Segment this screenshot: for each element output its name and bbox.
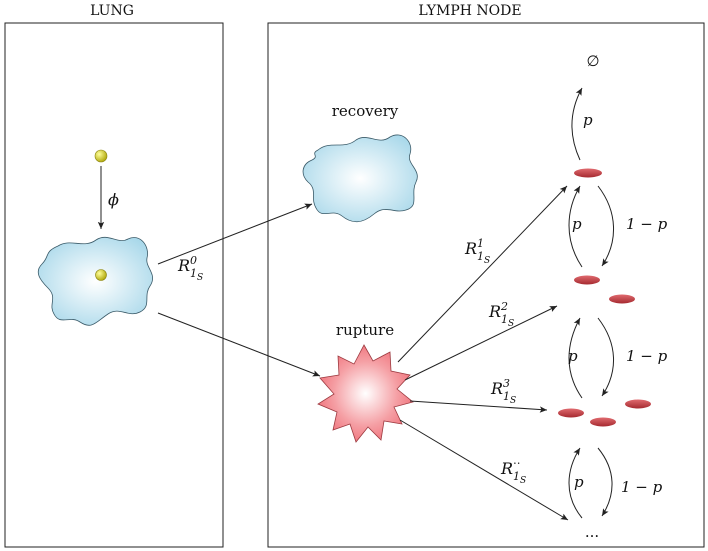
- red-cell: [625, 399, 651, 409]
- red-cell: [609, 294, 635, 304]
- rn-sub: 1: [513, 470, 520, 483]
- r2-base: R: [488, 302, 501, 321]
- r0-base: R: [177, 256, 190, 275]
- r2-subsub: S: [508, 319, 514, 329]
- rate-rn-label: R ⋅⋅ 1 S: [500, 457, 526, 486]
- r3-sub: 1: [503, 390, 510, 403]
- rate-r1-label: R 1 1 S: [464, 237, 490, 266]
- arrow-to-rupture: [157, 312, 321, 377]
- red-cell: [574, 275, 600, 285]
- p-label-1: p: [572, 215, 582, 233]
- r0-sub: 1: [190, 267, 197, 280]
- p-arrow-3: [568, 447, 583, 519]
- lung-macrophage: [37, 236, 154, 326]
- p-arrow-2: [568, 317, 583, 399]
- r3-subsub: S: [510, 396, 516, 406]
- rupture-label: rupture: [336, 321, 394, 339]
- p-label-top: p: [583, 111, 593, 129]
- lung-title: LUNG: [90, 3, 134, 19]
- p-arrow-1: [568, 185, 583, 268]
- rn-sup: ⋅⋅: [513, 457, 521, 470]
- r1-subsub: S: [484, 256, 490, 266]
- r2-sub: 1: [501, 313, 508, 326]
- r1-sup: 1: [477, 237, 484, 250]
- phi-label: ϕ: [108, 190, 119, 209]
- ellipsis: ...: [585, 523, 599, 541]
- r3-sup: 3: [503, 377, 510, 390]
- r3-base: R: [490, 379, 503, 398]
- r0-sup: 0: [190, 254, 197, 267]
- p-arrow-to-empty: [571, 87, 583, 161]
- recovery-label: recovery: [332, 102, 399, 120]
- rate-r3-label: R 3 1 S: [490, 377, 516, 406]
- r2-sup: 2: [500, 300, 508, 313]
- red-cell: [574, 168, 602, 178]
- svg-text:R: R: [177, 256, 190, 275]
- r0-subsub: S: [197, 273, 203, 283]
- r1-sub: 1: [477, 250, 484, 263]
- rn-base: R: [500, 459, 513, 478]
- recovery-macrophage: [302, 134, 418, 223]
- q-arrow-1: [597, 185, 614, 267]
- q-arrow-2: [597, 317, 614, 397]
- q-arrow-3: [597, 447, 613, 517]
- arrow-r3: [409, 400, 548, 413]
- rate-r2-label: R 2 1 S: [488, 300, 514, 329]
- bacterium-engulfed: [95, 269, 107, 281]
- r1-base: R: [464, 239, 477, 258]
- q-label-2: 1 − p: [626, 347, 668, 365]
- red-cell: [590, 417, 616, 427]
- lung-panel: [4, 22, 224, 548]
- rate-r0-label: R 0 1 S: [177, 254, 203, 283]
- arrow-r2: [404, 305, 558, 381]
- rn-subsub: S: [520, 476, 526, 486]
- red-cell: [558, 408, 584, 418]
- bacterium-free: [94, 149, 108, 163]
- ruptured-cell: [317, 344, 414, 443]
- lymph-node-panel: [267, 22, 705, 548]
- arrow-to-recovery: [157, 203, 313, 265]
- lymph-node-title: LYMPH NODE: [418, 3, 521, 19]
- q-label-3: 1 − p: [621, 478, 663, 496]
- arrow-rn: [399, 419, 569, 521]
- p-label-3: p: [574, 473, 584, 491]
- q-label-1: 1 − p: [626, 215, 668, 233]
- p-label-2: p: [568, 347, 578, 365]
- arrow-r1: [397, 185, 568, 363]
- empty-set-symbol: ∅: [586, 52, 599, 70]
